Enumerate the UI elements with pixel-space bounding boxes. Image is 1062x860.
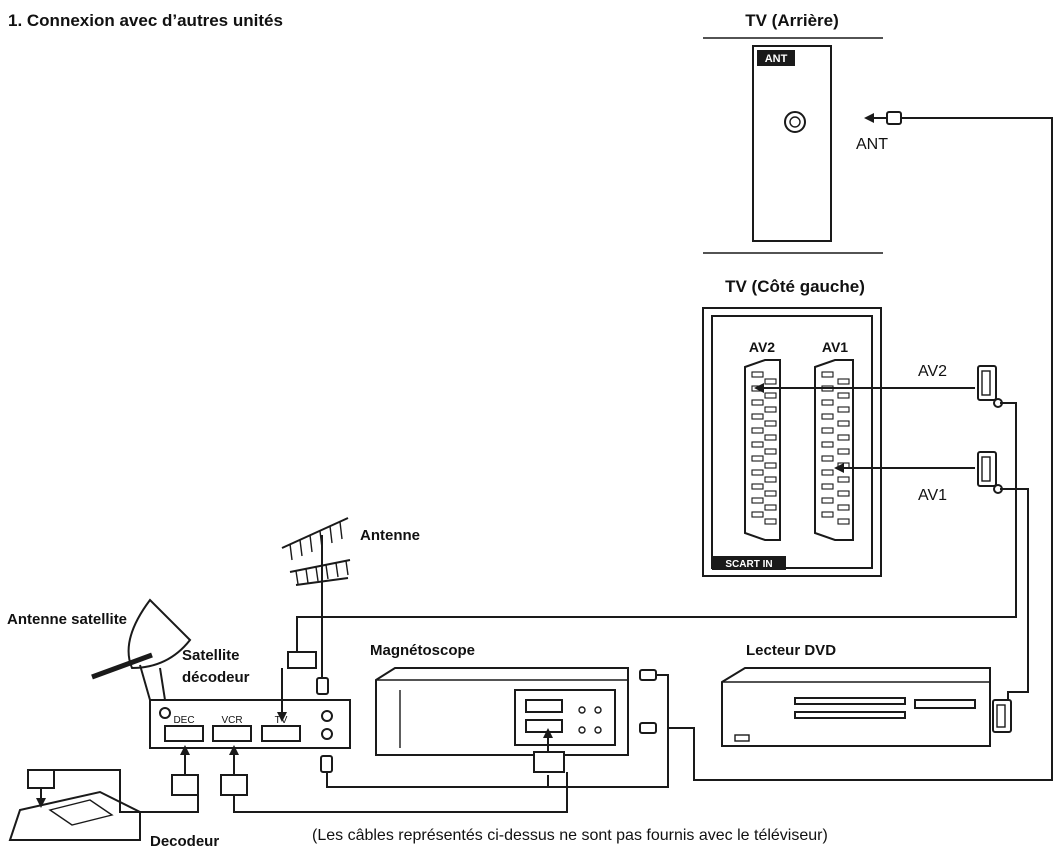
satellite-dish-icon: [91, 598, 192, 701]
vcr-scart-plug-icon: [533, 751, 565, 773]
satellite-decoder-title-1: Satellite: [182, 647, 240, 664]
sat-tv-plug-icon: [287, 651, 317, 669]
scart-pin: [764, 448, 777, 455]
scart-pin: [764, 378, 777, 385]
av1-label: AV1: [822, 339, 848, 355]
ant-badge-text: ANT: [765, 53, 788, 65]
dec-plug-icon: [171, 774, 199, 796]
scart-pin: [751, 497, 764, 504]
scart-pin: [837, 504, 850, 511]
scart-pin: [751, 427, 764, 434]
scart-in-badge: [712, 556, 786, 570]
antenna-icon: [281, 517, 351, 680]
scart-pin: [837, 420, 850, 427]
footnote: (Les câbles représentés ci-dessus ne son…: [312, 827, 828, 844]
scart-pin: [821, 511, 834, 518]
scart-pin: [821, 427, 834, 434]
dvd-scart-plug-icon: [992, 699, 1012, 733]
scart-pin: [821, 483, 834, 490]
scart-pin: [821, 371, 834, 378]
tv-scart-socket: [261, 725, 301, 742]
ant-port-label: ANT: [856, 136, 888, 153]
tv-socket-label: TV: [275, 715, 288, 726]
rf-out-icon: [321, 728, 333, 740]
tv-side-title: TV (Côté gauche): [725, 277, 865, 296]
antenna-plug-icon: [316, 677, 329, 695]
vcr-plug-icon: [220, 774, 248, 796]
vcr-device: [375, 667, 629, 756]
vcr-rf-out-icon: [639, 722, 657, 734]
dec-scart-socket: [164, 725, 204, 742]
scart-pin: [751, 511, 764, 518]
dvd-device: [721, 667, 991, 747]
satellite-decoder-title-2: décodeur: [182, 669, 250, 686]
satellite-decoder-box: DEC VCR TV: [149, 699, 351, 749]
scart-pin: [821, 455, 834, 462]
av1-cable-label: AV1: [918, 487, 947, 504]
av2-cable-label: AV2: [918, 363, 947, 380]
scart-pin: [764, 420, 777, 427]
vcr-title: Magnétoscope: [370, 642, 475, 659]
scart-pin: [764, 504, 777, 511]
rf-in-icon: [321, 710, 333, 722]
scart-pin: [837, 448, 850, 455]
scart-pin: [837, 434, 850, 441]
dvd-title: Lecteur DVD: [746, 642, 836, 659]
scart-pin: [751, 413, 764, 420]
decoder-label: Decodeur: [150, 833, 219, 850]
scart-pin: [764, 434, 777, 441]
dish-input-icon: [159, 707, 171, 719]
scart-pin: [837, 476, 850, 483]
scart-pin: [821, 399, 834, 406]
scart-pin: [837, 378, 850, 385]
antenna-label: Antenne: [360, 527, 420, 544]
scart-pin: [751, 441, 764, 448]
tv-rear-title: TV (Arrière): [745, 11, 839, 30]
ant-plug-icon: [886, 111, 902, 125]
av2-label: AV2: [749, 339, 775, 355]
scart-pin: [751, 399, 764, 406]
scart-pin: [837, 392, 850, 399]
satellite-antenna-label: Antenne satellite: [7, 611, 127, 628]
scart-pin: [821, 441, 834, 448]
tv-rear-body: [752, 45, 832, 242]
scart-in-text: SCART IN: [725, 559, 772, 570]
scart-pin: [821, 413, 834, 420]
tv-rear-panel: TV (Arrière) ANT ANT: [703, 11, 902, 254]
scart-pin: [751, 455, 764, 462]
scart-pin: [764, 490, 777, 497]
scart-pin: [764, 406, 777, 413]
scart-pin: [751, 469, 764, 476]
decoder-device: [8, 790, 141, 841]
scart-pin: [764, 476, 777, 483]
tv-side-panel: TV (Côté gauche) AV2 AV1 SCART IN: [702, 277, 882, 577]
page-title: 1. Connexion avec d’autres unités: [8, 11, 283, 30]
vcr-rf-in-icon: [639, 669, 657, 681]
scart-pin: [764, 392, 777, 399]
dec-socket-label: DEC: [173, 715, 194, 726]
vcr-scart-socket: [212, 725, 252, 742]
ant-badge: [757, 50, 795, 66]
scart-pin: [837, 518, 850, 525]
scart-pin: [821, 497, 834, 504]
vcr-socket-label: VCR: [221, 715, 242, 726]
scart-pin: [764, 462, 777, 469]
scart-pin: [821, 469, 834, 476]
scart-plug-av1-icon: [977, 451, 1003, 494]
rf-plug-icon: [320, 755, 333, 773]
scart-pin: [837, 490, 850, 497]
scart-pin: [764, 518, 777, 525]
scart-pin: [751, 371, 764, 378]
scart-plug-av2-icon: [977, 365, 1003, 408]
ant-socket-icon: [784, 111, 806, 133]
decoder-scart-plug-icon: [27, 769, 55, 789]
scart-pin: [837, 406, 850, 413]
scart-pin: [751, 483, 764, 490]
